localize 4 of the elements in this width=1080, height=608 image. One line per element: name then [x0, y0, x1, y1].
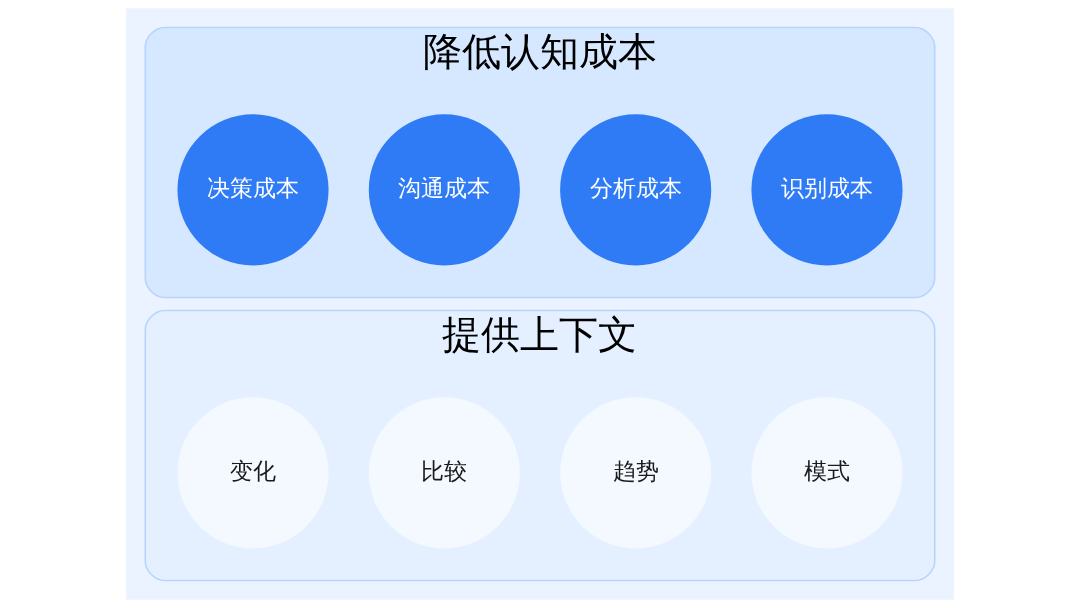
node-circle: 沟通成本	[368, 114, 520, 266]
node-circle: 决策成本	[177, 114, 329, 266]
node-circle: 分析成本	[560, 114, 712, 266]
node-circle: 识别成本	[751, 114, 903, 266]
